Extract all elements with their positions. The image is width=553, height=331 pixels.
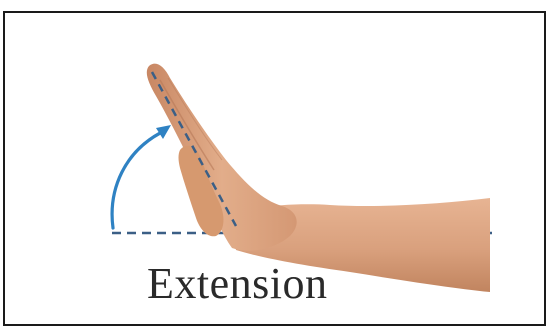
curved-arrow-icon [112, 125, 171, 228]
hand-icon [147, 64, 297, 251]
figure-caption: Extension [147, 262, 327, 306]
